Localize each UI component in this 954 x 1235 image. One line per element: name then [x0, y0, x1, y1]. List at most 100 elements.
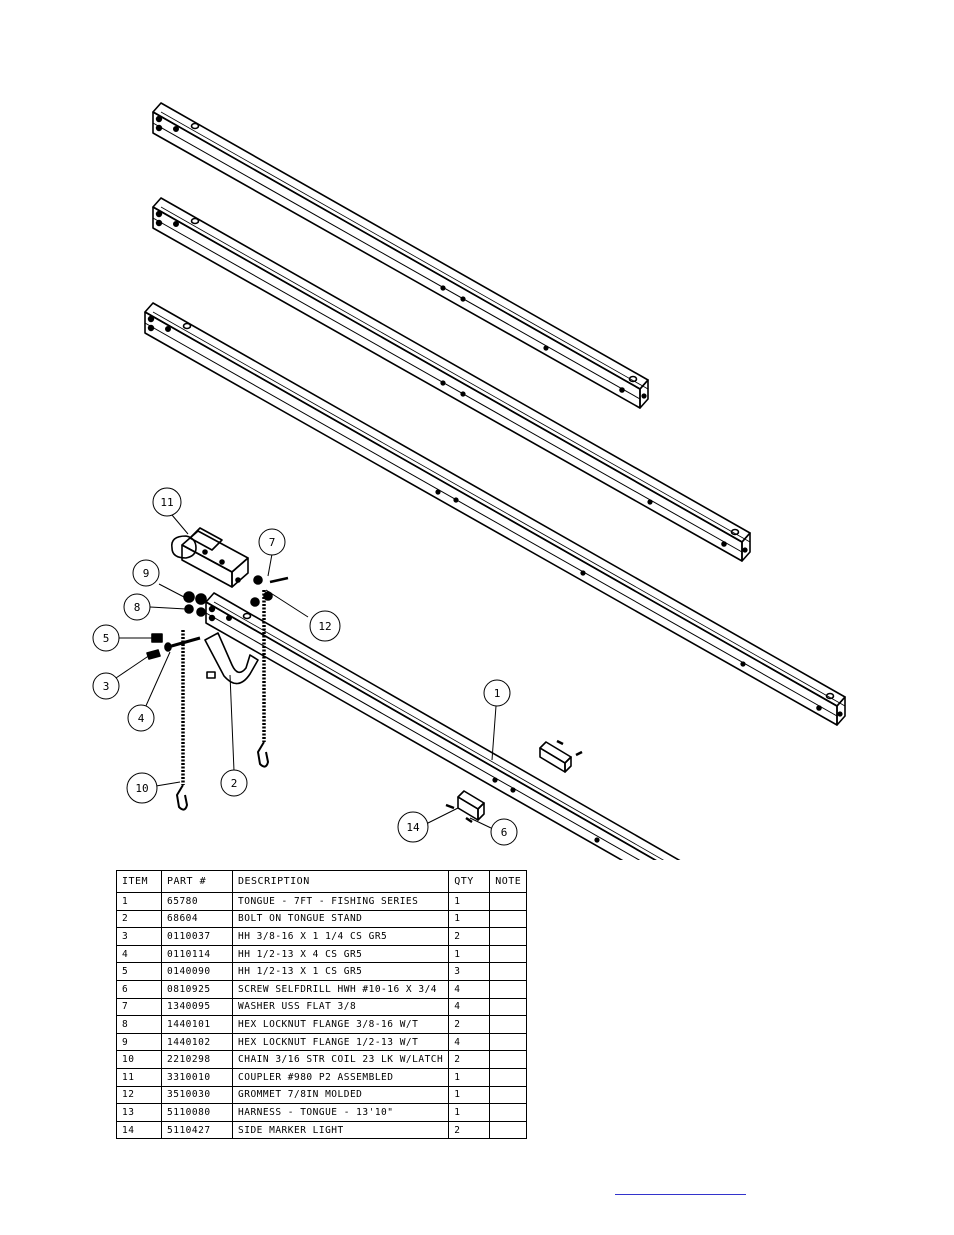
cell-qty: 1 — [448, 944, 491, 964]
cell-item: 10 — [116, 1050, 162, 1069]
tongue-rail-middle — [152, 197, 751, 562]
balloon-10: 10 — [126, 772, 158, 804]
cell-note — [489, 1050, 528, 1069]
tongue-stand-bracket — [204, 632, 259, 685]
svg-text:4: 4 — [138, 712, 145, 725]
chain-hooks — [176, 741, 269, 811]
svg-text:2: 2 — [231, 777, 238, 790]
cell-description: HEX LOCKNUT FLANGE 3/8-16 W/T — [231, 1015, 450, 1034]
balloon-14: 14 — [397, 811, 429, 843]
cell-part-number: 1440101 — [161, 1015, 233, 1034]
cell-qty: 4 — [448, 997, 491, 1017]
cell-item: 1 — [116, 892, 162, 911]
col-header-qty: QTY — [448, 870, 491, 893]
balloon-1: 1 — [483, 679, 511, 707]
cell-part-number: 0140090 — [161, 962, 233, 981]
cell-description: HH 1/2-13 X 4 CS GR5 — [231, 944, 450, 964]
svg-text:11: 11 — [160, 496, 173, 509]
cell-note — [489, 997, 528, 1017]
col-header-note: NOTE — [489, 870, 528, 893]
table-header-row: ITEM PART # DESCRIPTION QTY NOTE — [116, 870, 528, 893]
svg-text:1: 1 — [494, 687, 501, 700]
svg-text:14: 14 — [406, 821, 420, 834]
cell-item: 4 — [116, 944, 162, 964]
cell-qty: 1 — [448, 909, 491, 929]
cell-item: 14 — [116, 1120, 162, 1140]
cell-part-number: 0110037 — [161, 927, 233, 946]
coupler-assembly — [170, 527, 249, 588]
safety-chains — [181, 590, 266, 785]
cell-qty: 2 — [448, 1015, 491, 1034]
cell-item: 8 — [116, 1015, 162, 1034]
balloon-3: 3 — [92, 672, 120, 700]
cell-note — [489, 944, 528, 964]
svg-text:10: 10 — [135, 782, 148, 795]
cell-item: 2 — [116, 909, 162, 929]
svg-text:3: 3 — [103, 680, 110, 693]
cell-item: 13 — [116, 1103, 162, 1122]
cell-qty: 4 — [448, 1032, 491, 1052]
col-header-item: ITEM — [116, 870, 162, 893]
cell-description: SCREW SELFDRILL HWH #10-16 X 3/4 — [231, 979, 450, 999]
exploded-assembly-drawing: 11 7 9 8 12 5 3 4 10 2 1 14 6 — [92, 102, 846, 860]
balloon-8: 8 — [123, 593, 151, 621]
cell-note — [489, 909, 528, 929]
cell-part-number: 2210298 — [161, 1050, 233, 1069]
cell-qty: 2 — [448, 927, 491, 946]
cell-part-number: 1340095 — [161, 997, 233, 1017]
cell-description: WASHER USS FLAT 3/8 — [231, 997, 450, 1017]
cell-part-number: 5110427 — [161, 1120, 233, 1140]
cell-part-number: 68604 — [161, 909, 233, 929]
cell-description: BOLT ON TONGUE STAND — [231, 909, 450, 929]
cell-item: 6 — [116, 979, 162, 999]
cell-description: HH 3/8-16 X 1 1/4 CS GR5 — [231, 927, 450, 946]
svg-text:8: 8 — [134, 601, 141, 614]
cell-description: SIDE MARKER LIGHT — [231, 1120, 450, 1140]
cell-description: GROMMET 7/8IN MOLDED — [231, 1085, 450, 1105]
cell-qty: 1 — [448, 1085, 491, 1105]
balloon-7: 7 — [258, 528, 286, 556]
cell-qty: 2 — [448, 1120, 491, 1140]
svg-text:7: 7 — [269, 536, 276, 549]
cell-part-number: 3310010 — [161, 1067, 233, 1087]
cell-note — [489, 1067, 528, 1087]
cell-note — [489, 1103, 528, 1122]
cell-note — [489, 1032, 528, 1052]
cell-description: COUPLER #980 P2 ASSEMBLED — [231, 1067, 450, 1087]
cell-part-number: 5110080 — [161, 1103, 233, 1122]
cell-part-number: 1440102 — [161, 1032, 233, 1052]
cell-qty: 2 — [448, 1050, 491, 1069]
cell-item: 11 — [116, 1067, 162, 1087]
side-marker-lights — [445, 739, 583, 824]
cell-description: HEX LOCKNUT FLANGE 1/2-13 W/T — [231, 1032, 450, 1052]
svg-text:12: 12 — [318, 620, 331, 633]
cell-qty: 1 — [448, 1067, 491, 1087]
cell-note — [489, 1015, 528, 1034]
cell-part-number: 3510030 — [161, 1085, 233, 1105]
svg-text:6: 6 — [501, 826, 508, 839]
cell-note — [489, 892, 528, 911]
cell-item: 3 — [116, 927, 162, 946]
cell-description: TONGUE - 7FT - FISHING SERIES — [231, 892, 450, 911]
col-header-part-number: PART # — [161, 870, 233, 893]
tongue-rail-long — [144, 302, 846, 726]
cell-qty: 1 — [448, 892, 491, 911]
cell-qty: 1 — [448, 1103, 491, 1122]
footer-link[interactable] — [615, 1180, 746, 1195]
cell-item: 5 — [116, 962, 162, 981]
svg-text:9: 9 — [143, 567, 150, 580]
cell-description: HH 1/2-13 X 1 CS GR5 — [231, 962, 450, 981]
cell-part-number: 65780 — [161, 892, 233, 911]
